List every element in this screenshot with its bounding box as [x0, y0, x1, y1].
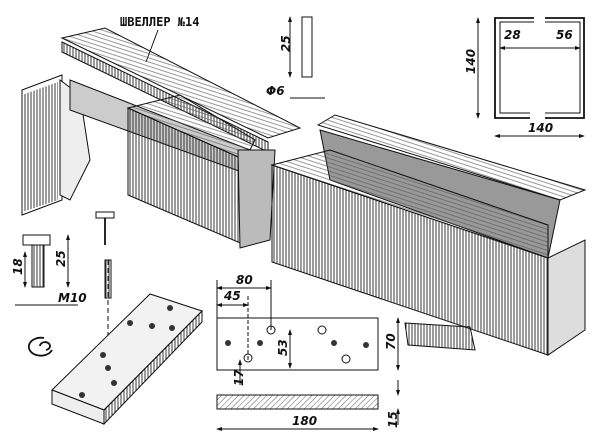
section-height-label: 140 [464, 49, 478, 74]
plate-section: 180 15 [216, 380, 400, 431]
right-beam [270, 114, 587, 356]
section-width-label: 140 [528, 121, 553, 135]
dim-80-label: 80 [236, 273, 253, 287]
plate-isometric [51, 259, 203, 426]
dim-45-label: 45 [223, 289, 241, 303]
section-length-label: 180 [292, 414, 317, 428]
dim-53-label: 53 [276, 339, 290, 356]
pin-diameter-label: Φ6 [266, 84, 285, 98]
plate-holes [225, 325, 369, 364]
plate-plan: 80 45 53 70 17 [216, 273, 400, 386]
bolt-drawing: 18 25 M10 [11, 234, 87, 306]
flange-left-label: 28 [504, 28, 521, 42]
pin-drawing: 25 Φ6 [266, 16, 325, 99]
flange-right-label: 56 [556, 28, 573, 42]
left-beam [21, 27, 302, 249]
spring-washer-icon [27, 336, 53, 357]
dim-70-label: 70 [384, 333, 398, 350]
bolt-length-label: 25 [54, 250, 68, 267]
bolt-thread-length-label: 18 [11, 258, 25, 275]
channel-section: 140 28 56 140 [464, 17, 585, 138]
section-thickness-label: 15 [386, 411, 400, 428]
dim-17-label: 17 [232, 369, 246, 386]
bolt-thread-label: M10 [58, 291, 87, 305]
channel-label: ШВЕЛЛЕР №14 [120, 15, 199, 29]
pin-length-label: 25 [279, 35, 293, 52]
